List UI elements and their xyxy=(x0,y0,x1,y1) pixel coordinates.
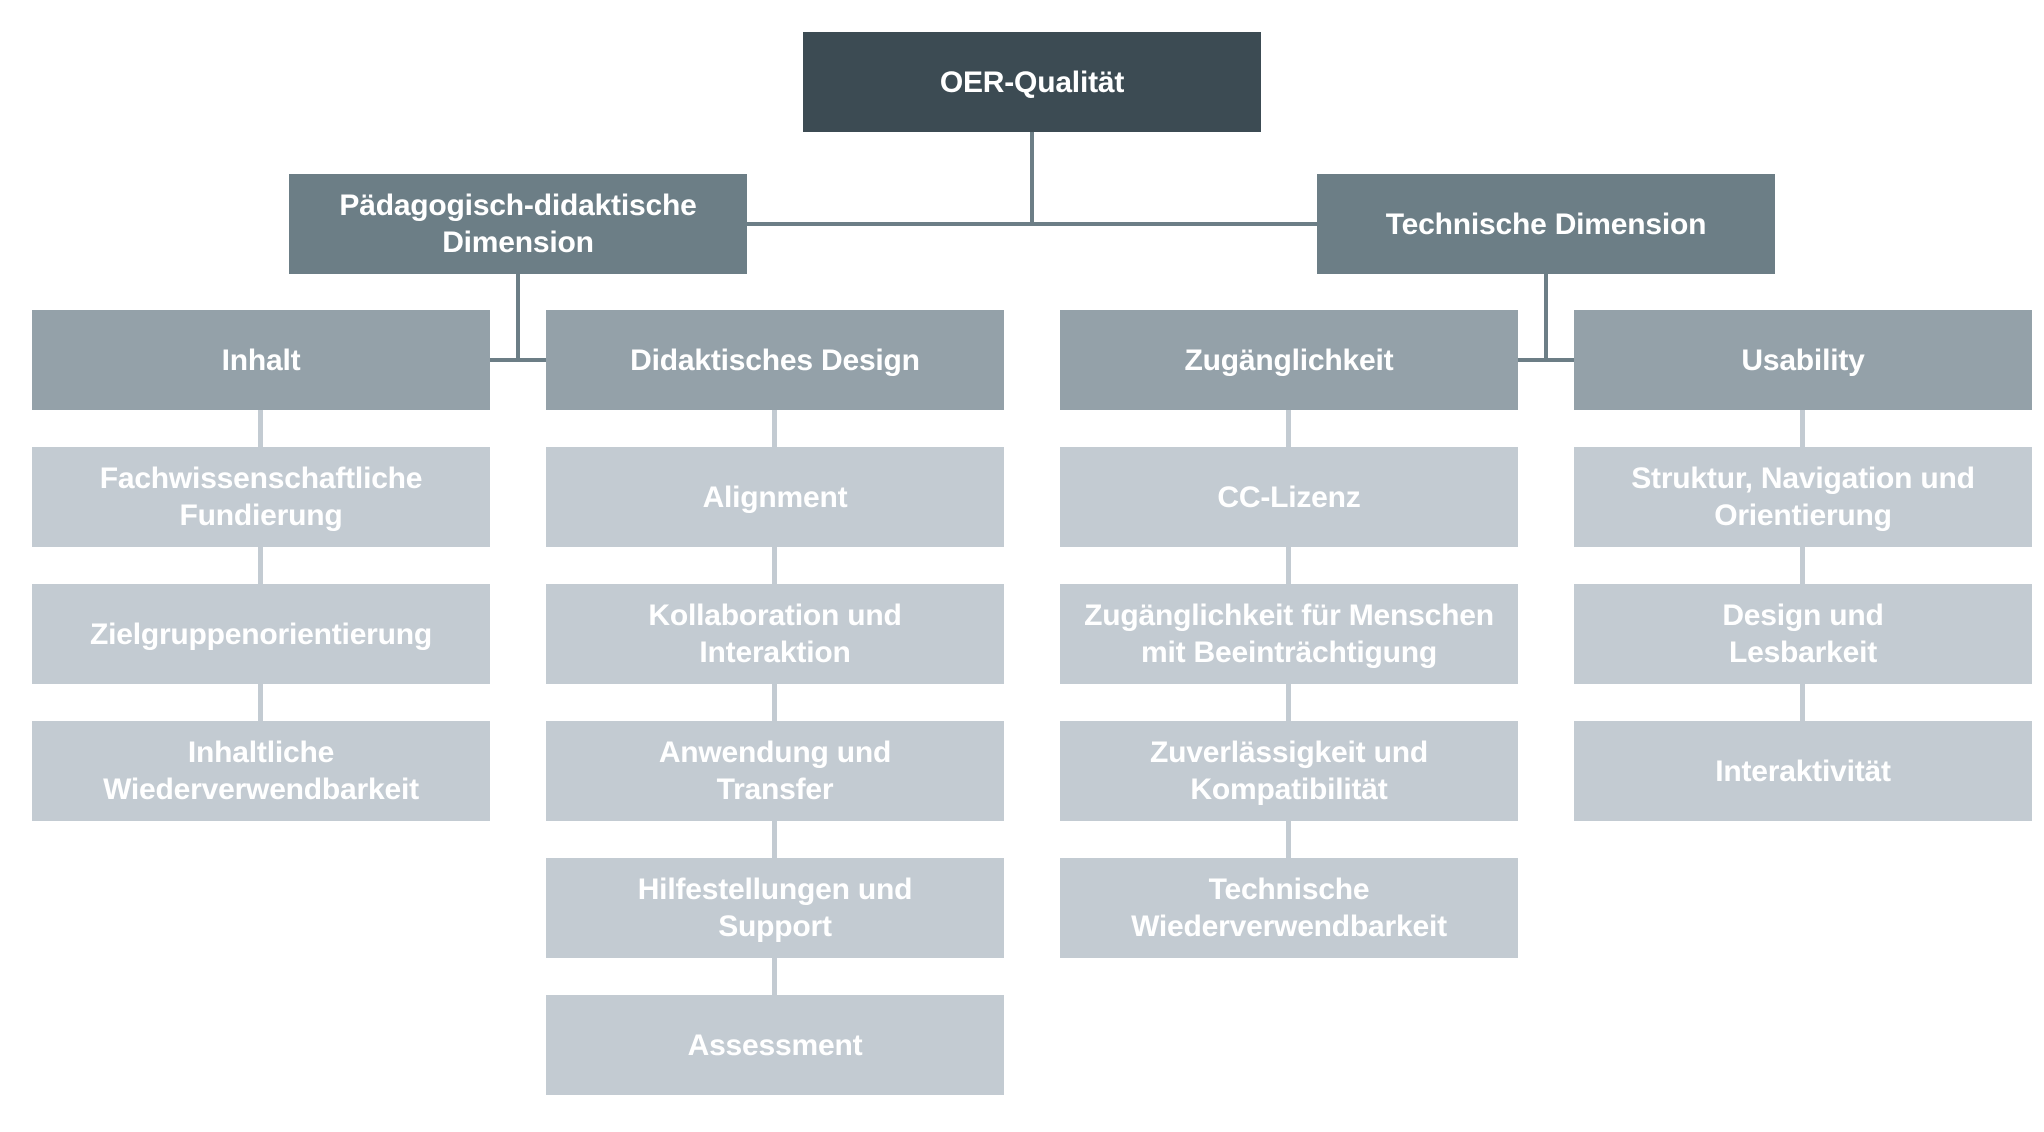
node-struktur-navigation-orientierung: Struktur, Navigation und Orientierung xyxy=(1574,447,2032,547)
connector-root-vertical xyxy=(1030,132,1034,226)
node-anwendung-und-transfer: Anwendung und Transfer xyxy=(546,721,1004,821)
connector-technische-stub xyxy=(1518,358,1574,362)
node-fachwissenschaftliche-fundierung: Fachwissenschaftliche Fundierung xyxy=(32,447,490,547)
node-didaktisches-design: Didaktisches Design xyxy=(546,310,1004,410)
node-zugaenglichkeit-fuer-menschen: Zugänglichkeit für Menschen mit Beeinträ… xyxy=(1060,584,1518,684)
connector-paedagogisch-stub xyxy=(490,358,546,362)
connector-spine-didaktisches-design xyxy=(772,410,777,1004)
node-zuverlaessigkeit-und-kompatibilitaet: Zuverlässigkeit und Kompatibilität xyxy=(1060,721,1518,821)
node-technische-wiederverwendbarkeit: Technische Wiederverwendbarkeit xyxy=(1060,858,1518,958)
connector-root-horizontal xyxy=(747,222,1317,226)
connector-spine-usability xyxy=(1800,410,1805,730)
node-oer-qualitaet: OER-Qualität xyxy=(803,32,1261,132)
node-alignment: Alignment xyxy=(546,447,1004,547)
node-assessment: Assessment xyxy=(546,995,1004,1095)
connector-technische-vertical xyxy=(1544,274,1548,362)
connector-paedagogisch-vertical xyxy=(516,274,520,362)
node-technische-dimension: Technische Dimension xyxy=(1317,174,1775,274)
node-cc-lizenz: CC-Lizenz xyxy=(1060,447,1518,547)
node-kollaboration-und-interaktion: Kollaboration und Interaktion xyxy=(546,584,1004,684)
node-inhaltliche-wiederverwendbarkeit: Inhaltliche Wiederverwendbarkeit xyxy=(32,721,490,821)
node-inhalt: Inhalt xyxy=(32,310,490,410)
node-interaktivitaet: Interaktivität xyxy=(1574,721,2032,821)
connector-spine-inhalt xyxy=(258,410,263,730)
node-paedagogisch-didaktische-dimension: Pädagogisch-didaktische Dimension xyxy=(289,174,747,274)
node-zugaenglichkeit: Zugänglichkeit xyxy=(1060,310,1518,410)
node-zielgruppenorientierung: Zielgruppenorientierung xyxy=(32,584,490,684)
node-design-und-lesbarkeit: Design und Lesbarkeit xyxy=(1574,584,2032,684)
node-usability: Usability xyxy=(1574,310,2032,410)
node-hilfestellungen-und-support: Hilfestellungen und Support xyxy=(546,858,1004,958)
